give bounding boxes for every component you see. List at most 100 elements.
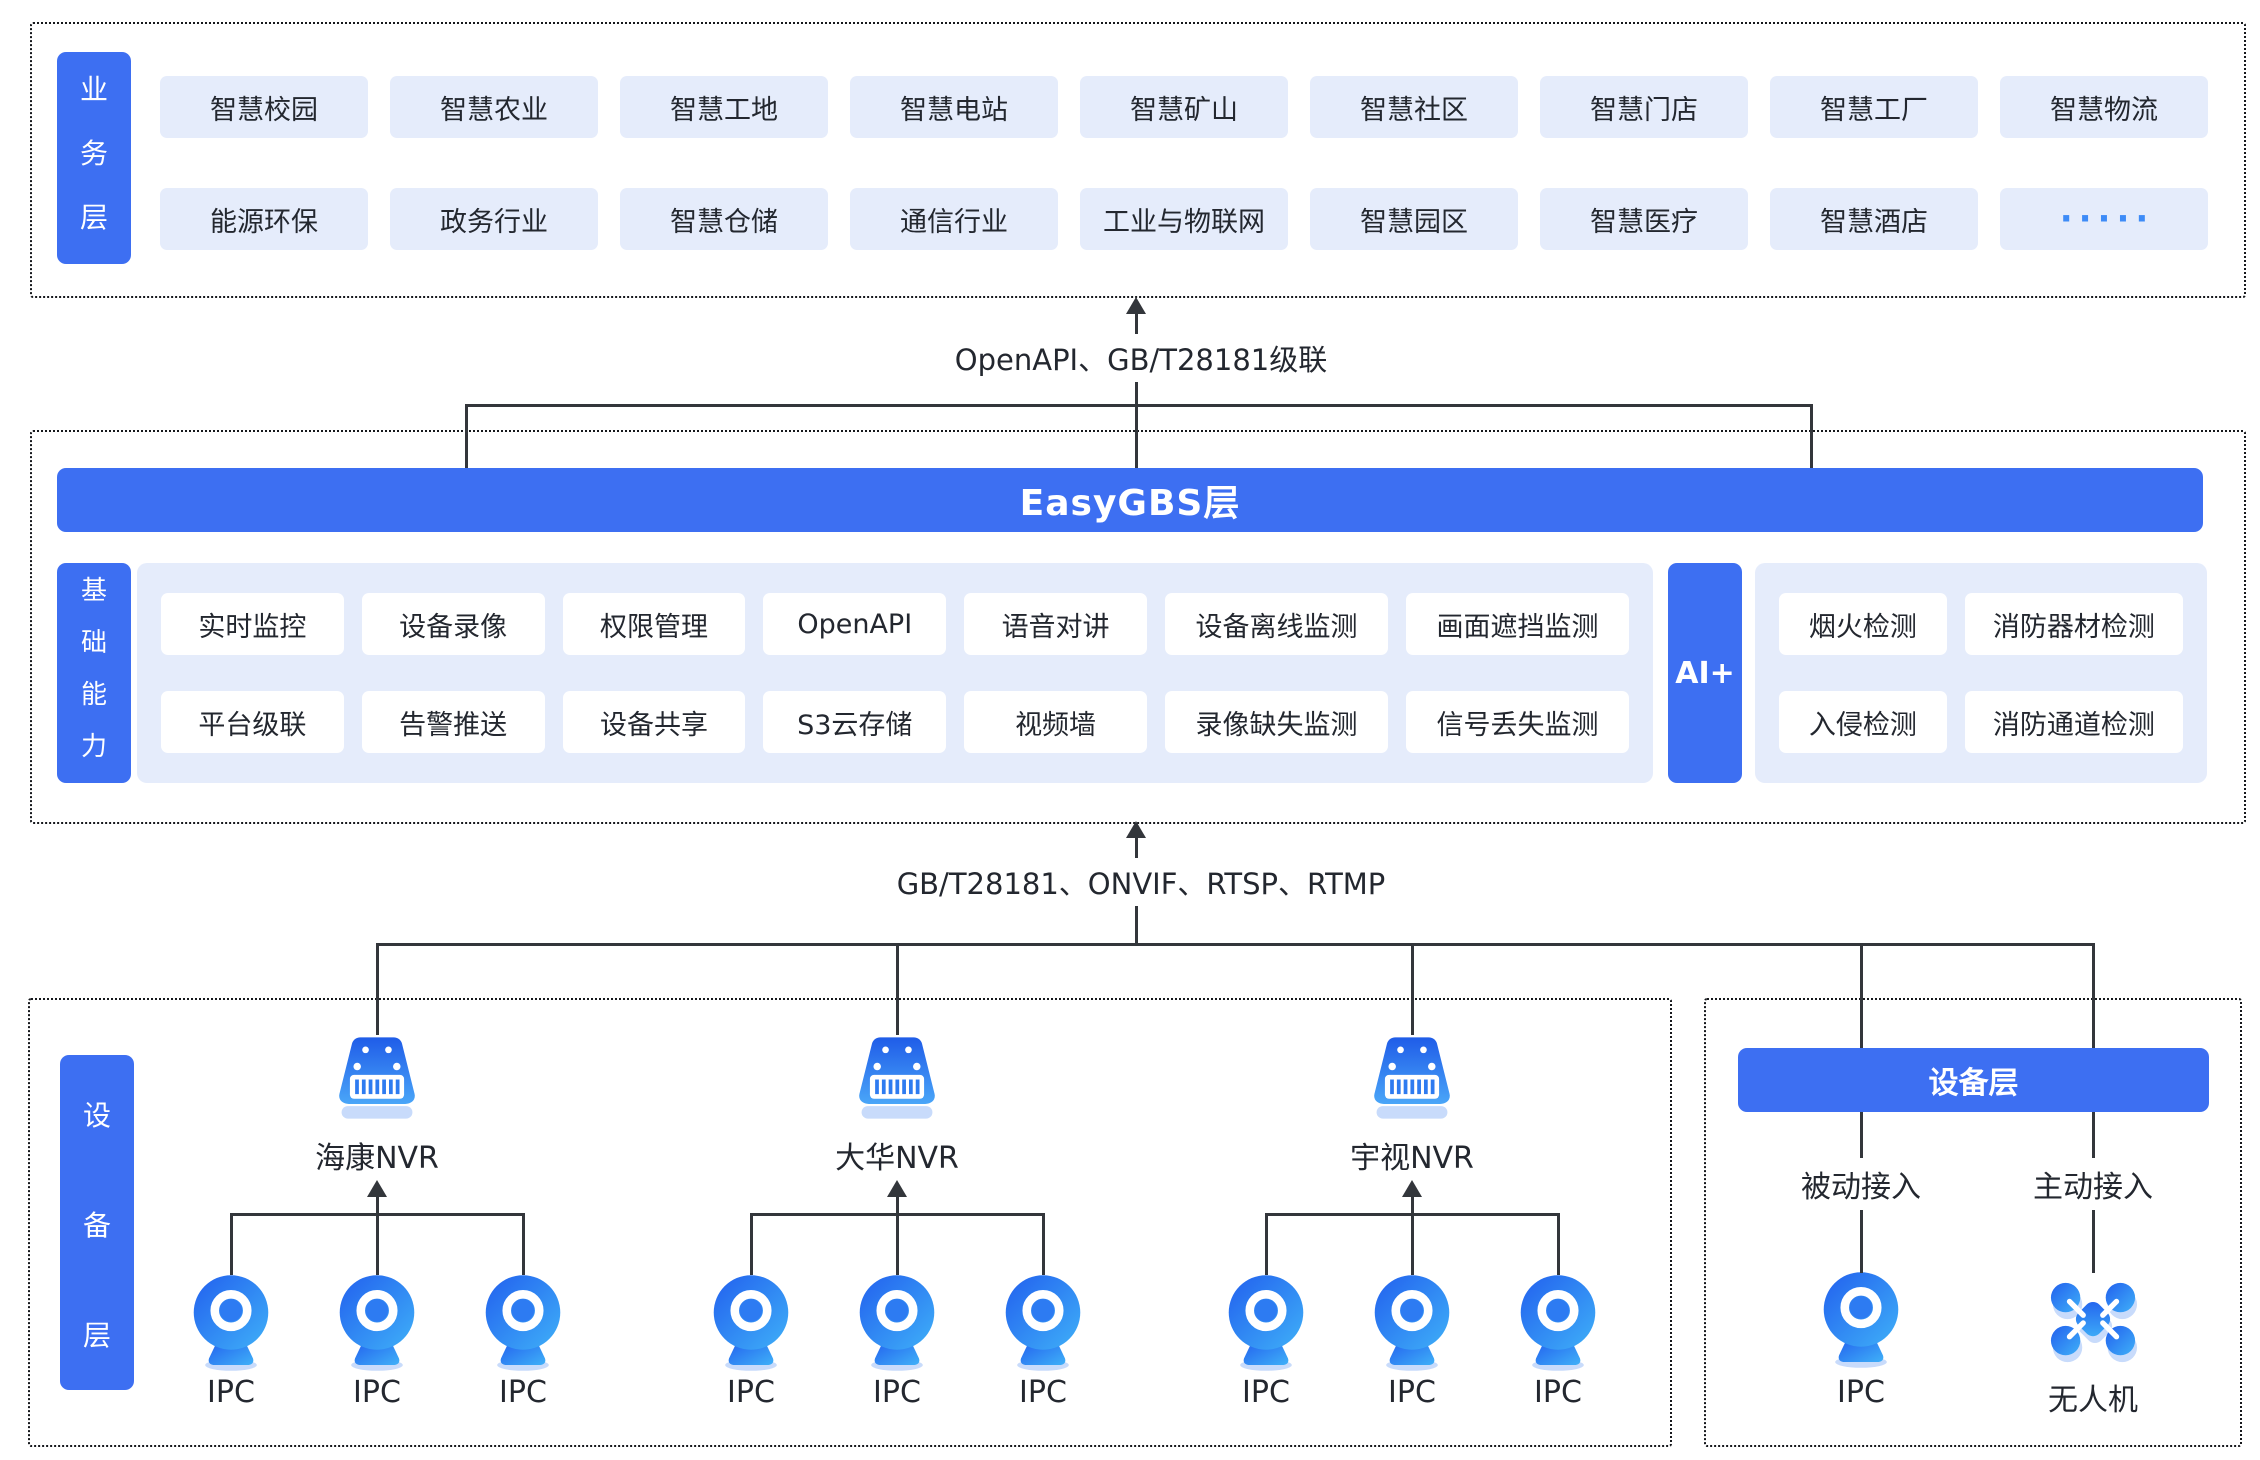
ipc-icon bbox=[1369, 1273, 1455, 1373]
ai-chip: 消防器材检测 bbox=[1964, 593, 2183, 655]
arrow-up-to-nvr bbox=[1402, 1180, 1422, 1197]
ai-panel: 烟火检测 消防器材检测 入侵检测 消防通道检测 bbox=[1755, 563, 2207, 783]
ipc-drop bbox=[1041, 1213, 1045, 1275]
ipc-label: IPC bbox=[353, 1375, 401, 1410]
ipc-icon bbox=[708, 1273, 794, 1373]
device-layer-label: 设备层 bbox=[60, 1055, 134, 1390]
nvr-group-dahua: 大华NVR IPC IPC IPC bbox=[724, 943, 1070, 1445]
business-layer-label: 业务层 bbox=[57, 52, 131, 264]
capability-label: 基础能力 bbox=[57, 563, 131, 783]
business-chip: 智慧工地 bbox=[620, 76, 828, 138]
nvr-arrow-stub bbox=[375, 1194, 379, 1215]
ipc-label: IPC bbox=[1534, 1375, 1582, 1410]
capability-chip: 平台级联 bbox=[161, 691, 344, 753]
ipc-drop bbox=[1264, 1213, 1268, 1275]
ipc-drop bbox=[375, 1213, 379, 1275]
easygbs-title-bar: EasyGBS层 bbox=[57, 468, 2203, 532]
ipc-label: IPC bbox=[727, 1375, 775, 1410]
capability-chip: OpenAPI bbox=[763, 593, 947, 655]
business-chip: 智慧医疗 bbox=[1540, 188, 1748, 250]
business-chip: 智慧物流 bbox=[2000, 76, 2208, 138]
ai-chip: 烟火检测 bbox=[1779, 593, 1947, 655]
ipc-icon bbox=[334, 1273, 420, 1373]
nvr-name: 海康NVR bbox=[315, 1141, 439, 1176]
capability-chip: 设备共享 bbox=[562, 691, 746, 753]
drone-icon bbox=[2046, 1278, 2140, 1368]
ai-chip: 入侵检测 bbox=[1779, 691, 1947, 753]
nvr-arrow-stub bbox=[895, 1194, 899, 1215]
distribution-line bbox=[377, 943, 2094, 946]
ai-plus-label: AI+ bbox=[1668, 563, 1742, 783]
arrow-up-to-nvr bbox=[367, 1180, 387, 1197]
device-layer-header: 设备层 bbox=[1738, 1048, 2209, 1112]
connector-top-label: OpenAPI、GB/T28181级联 bbox=[938, 334, 1344, 382]
business-chip: 智慧酒店 bbox=[1770, 188, 1978, 250]
capability-chip: 信号丢失监测 bbox=[1405, 691, 1629, 753]
capability-chip: S3云存储 bbox=[763, 691, 947, 753]
nvr-drop-line bbox=[895, 943, 899, 1035]
bracket-line-left bbox=[465, 404, 468, 470]
nvr-name: 大华NVR bbox=[835, 1141, 959, 1176]
capability-chip: 设备离线监测 bbox=[1164, 593, 1388, 655]
arrow-up-to-business bbox=[1126, 297, 1146, 314]
ipc-label: IPC bbox=[1019, 1375, 1067, 1410]
bracket-line-right bbox=[1810, 404, 1813, 470]
nvr-arrow-stub bbox=[1410, 1194, 1414, 1215]
capability-chip: 实时监控 bbox=[161, 593, 344, 655]
business-chip: 智慧仓储 bbox=[620, 188, 828, 250]
nvr-group-hikvision: 海康NVR IPC IPC IPC bbox=[204, 943, 550, 1445]
ipc-drop bbox=[1410, 1213, 1414, 1275]
device-layer-header-text: 设备层 bbox=[1928, 1066, 2019, 1101]
business-chip-grid: 智慧校园 智慧农业 智慧工地 智慧电站 智慧矿山 智慧社区 智慧门店 智慧工厂 … bbox=[160, 76, 2208, 250]
business-chip: 智慧工厂 bbox=[1770, 76, 1978, 138]
business-chip: 智慧矿山 bbox=[1080, 76, 1288, 138]
ipc-label: IPC bbox=[1242, 1375, 1290, 1410]
ipc-label: IPC bbox=[1837, 1375, 1885, 1410]
nvr-name: 宇视NVR bbox=[1350, 1141, 1474, 1176]
ipc-drop bbox=[895, 1213, 899, 1275]
ai-chip: 消防通道检测 bbox=[1964, 691, 2183, 753]
nvr-drop-line bbox=[375, 943, 379, 1035]
business-chip: 工业与物联网 bbox=[1080, 188, 1288, 250]
bracket-line-horizontal bbox=[465, 404, 1813, 407]
business-chip: 智慧电站 bbox=[850, 76, 1058, 138]
capability-chip: 权限管理 bbox=[562, 593, 746, 655]
nvr-drop-line bbox=[1410, 943, 1414, 1035]
ipc-label: IPC bbox=[499, 1375, 547, 1410]
easygbs-title: EasyGBS层 bbox=[1019, 483, 1241, 524]
capability-chip: 设备录像 bbox=[361, 593, 545, 655]
ipc-icon bbox=[854, 1273, 940, 1373]
business-chip: 智慧园区 bbox=[1310, 188, 1518, 250]
capability-chip: 语音对讲 bbox=[964, 593, 1147, 655]
ipc-label: IPC bbox=[873, 1375, 921, 1410]
business-chip: 智慧门店 bbox=[1540, 76, 1748, 138]
ipc-label: IPC bbox=[1388, 1375, 1436, 1410]
business-chip: 能源环保 bbox=[160, 188, 368, 250]
active-access-label: 主动接入 bbox=[2023, 1158, 2163, 1210]
capability-panel: 实时监控 设备录像 权限管理 OpenAPI 语音对讲 设备离线监测 画面遮挡监… bbox=[137, 563, 1653, 783]
business-chip: 通信行业 bbox=[850, 188, 1058, 250]
ipc-icon bbox=[1818, 1270, 1904, 1370]
nvr-group-uniview: 宇视NVR IPC IPC IPC bbox=[1239, 943, 1585, 1445]
device-layer-left-box bbox=[28, 998, 1672, 1447]
ipc-drop bbox=[229, 1213, 233, 1275]
capability-chip: 视频墙 bbox=[964, 691, 1147, 753]
ipc-icon bbox=[1000, 1273, 1086, 1373]
device-layer-right-box bbox=[1704, 998, 2242, 1447]
ipc-drop bbox=[1556, 1213, 1560, 1275]
nvr-icon bbox=[327, 1033, 427, 1125]
business-chip: 政务行业 bbox=[390, 188, 598, 250]
nvr-icon bbox=[847, 1033, 947, 1125]
business-chip: 智慧社区 bbox=[1310, 76, 1518, 138]
arrow-up-to-nvr bbox=[887, 1180, 907, 1197]
connector-bottom-label: GB/T28181、ONVIF、RTSP、RTMP bbox=[880, 858, 1402, 906]
ipc-drop bbox=[749, 1213, 753, 1275]
business-chip-more: ····· bbox=[2000, 188, 2208, 250]
connector-line-top bbox=[1134, 311, 1138, 470]
business-chip: 智慧校园 bbox=[160, 76, 368, 138]
passive-access-label: 被动接入 bbox=[1791, 1158, 1931, 1210]
ipc-icon bbox=[188, 1273, 274, 1373]
ipc-drop bbox=[521, 1213, 525, 1275]
capability-chip: 告警推送 bbox=[361, 691, 545, 753]
ipc-icon bbox=[480, 1273, 566, 1373]
